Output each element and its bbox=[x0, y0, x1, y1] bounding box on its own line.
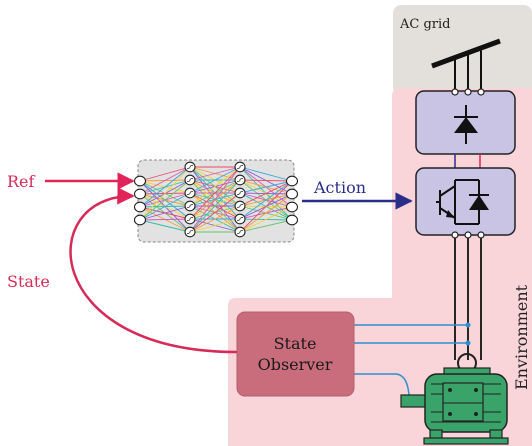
nn-neuron bbox=[133, 188, 147, 200]
environment-label: Environment bbox=[512, 284, 531, 390]
igbt-icon bbox=[436, 179, 489, 225]
nn-edge bbox=[189, 166, 241, 220]
activation-glyph bbox=[236, 230, 244, 234]
speed-sense-line bbox=[354, 373, 411, 402]
nn-edge bbox=[189, 166, 241, 233]
inverter-block bbox=[415, 167, 516, 239]
nn-neuron bbox=[285, 188, 299, 200]
nn-neuron bbox=[133, 201, 147, 213]
nn-edge bbox=[239, 180, 293, 207]
neural-network-icon bbox=[133, 159, 299, 243]
nn-neuron bbox=[133, 214, 147, 226]
state-label: State bbox=[7, 272, 50, 291]
nn-neuron bbox=[285, 201, 299, 213]
rectifier-block bbox=[415, 88, 516, 155]
diode-icon bbox=[454, 105, 478, 144]
activation-glyph bbox=[186, 230, 194, 234]
grid-busbar bbox=[431, 38, 501, 69]
nn-neuron bbox=[285, 175, 299, 187]
nn-edge bbox=[189, 166, 241, 207]
activation-glyph bbox=[236, 178, 244, 182]
activation-glyph bbox=[236, 217, 244, 221]
state-observer-label-line1: State bbox=[274, 334, 317, 353]
ref-label: Ref bbox=[7, 172, 36, 191]
nn-edge bbox=[189, 205, 241, 233]
nn-edge bbox=[239, 180, 293, 220]
nn-edge bbox=[139, 179, 191, 221]
nn-neuron bbox=[285, 214, 299, 226]
nn-edge bbox=[139, 219, 191, 233]
activation-glyph bbox=[186, 204, 194, 208]
action-label: Action bbox=[313, 178, 366, 197]
nn-edge bbox=[139, 192, 191, 221]
nn-edge bbox=[239, 206, 293, 233]
nn-neurons bbox=[133, 161, 299, 238]
nn-edge bbox=[239, 219, 293, 233]
nn-edge bbox=[189, 166, 241, 194]
nn-edge bbox=[139, 166, 191, 195]
activation-glyph bbox=[186, 165, 194, 169]
activation-glyph bbox=[236, 204, 244, 208]
nn-edge bbox=[239, 180, 293, 194]
nn-edge bbox=[239, 166, 293, 182]
nn-edge bbox=[239, 179, 293, 182]
electric-motor-icon bbox=[400, 353, 509, 445]
activation-glyph bbox=[236, 191, 244, 195]
state-observer-block: State Observer bbox=[236, 311, 355, 397]
nn-edge bbox=[189, 218, 241, 233]
nn-edge bbox=[139, 166, 191, 182]
activation-glyph bbox=[186, 178, 194, 182]
nn-neuron bbox=[133, 175, 147, 187]
nn-edge bbox=[139, 166, 191, 221]
state-observer-label-line2: Observer bbox=[258, 355, 333, 374]
nn-edge bbox=[139, 205, 191, 221]
nn-edge bbox=[189, 179, 241, 233]
activation-glyph bbox=[186, 191, 194, 195]
state-feedback-arrow bbox=[69, 187, 238, 354]
nn-edge bbox=[239, 180, 293, 233]
activation-glyph bbox=[236, 165, 244, 169]
nn-edge bbox=[139, 218, 191, 221]
nn-edge bbox=[239, 193, 293, 233]
nn-connections bbox=[139, 166, 293, 233]
ac-grid-label: AC grid bbox=[399, 17, 450, 32]
nn-edge bbox=[189, 166, 241, 181]
ac-grid-region bbox=[393, 5, 532, 95]
nn-edge bbox=[139, 166, 191, 208]
activation-glyph bbox=[186, 217, 194, 221]
nn-edge bbox=[189, 192, 241, 233]
